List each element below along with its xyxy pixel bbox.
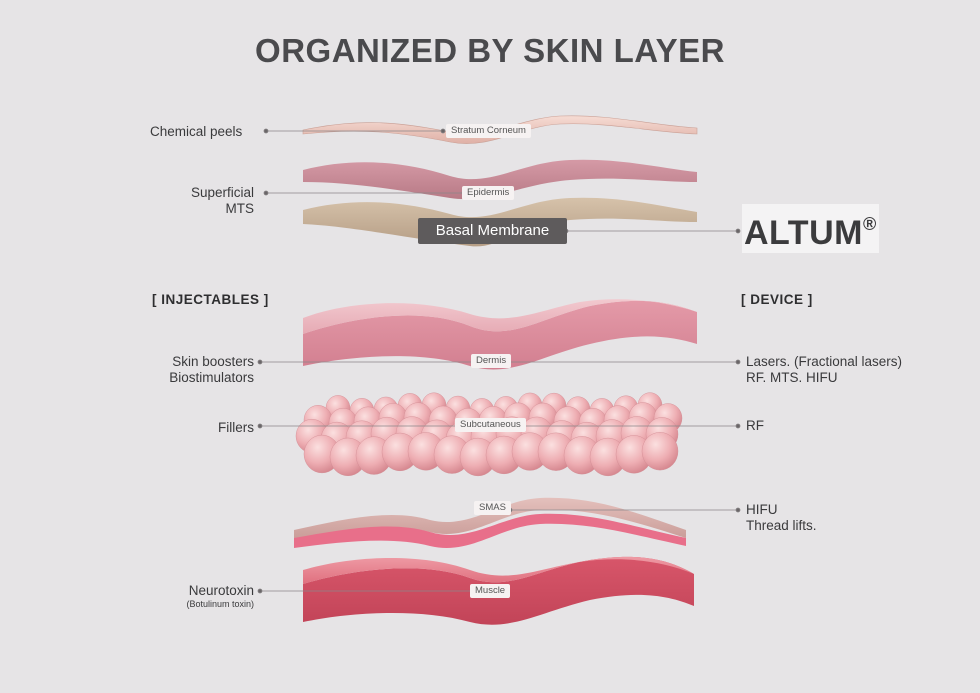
epidermis-layer	[303, 159, 697, 200]
label-superficial-line1: Superficial	[190, 185, 254, 200]
label-lasers-line1: Lasers. (Fractional lasers)	[746, 354, 903, 369]
label-biostimulators: Biostimulators	[169, 370, 254, 385]
label-thread-lifts: Thread lifts.	[746, 518, 817, 533]
label-hifu: HIFU Thread lifts.	[746, 502, 817, 534]
dermis-top	[303, 299, 697, 334]
label-rf-mts-hifu: RF. MTS. HIFU	[746, 370, 838, 385]
tag-muscle: Muscle	[470, 584, 511, 598]
altum-brand: ALTUM®	[742, 204, 879, 253]
label-lasers: Lasers. (Fractional lasers) RF. MTS. HIF…	[746, 354, 902, 386]
label-neurotoxin-sub: (Botulinum toxin)	[186, 599, 254, 609]
section-device: [ DEVICE ]	[741, 292, 813, 307]
page-title: ORGANIZED BY SKIN LAYER	[255, 32, 725, 69]
label-superficial-line2: MTS	[225, 201, 255, 216]
tag-dermis: Dermis	[471, 354, 512, 368]
label-rf: RF	[746, 418, 764, 433]
dermis-layer	[303, 300, 697, 370]
muscle-top	[303, 556, 694, 584]
tag-subcutaneous: Subcutaneous	[455, 418, 526, 432]
label-chemical-peels: Chemical peels	[150, 124, 243, 139]
fat-cell	[641, 432, 679, 471]
label-superficial: Superficial MTS	[191, 185, 254, 217]
tag-stratum-corneum: Stratum Corneum	[446, 124, 531, 138]
label-neurotoxin-line1: Neurotoxin	[188, 583, 254, 598]
label-fillers: Fillers	[218, 420, 254, 435]
tag-epidermis: Epidermis	[462, 186, 515, 200]
tag-basal-membrane: Basal Membrane	[418, 218, 567, 244]
section-injectables: [ INJECTABLES ]	[152, 292, 269, 307]
brand-name: ALTUM	[744, 214, 863, 252]
label-skin-boosters-line1: Skin boosters	[172, 354, 254, 369]
label-neurotoxin: Neurotoxin (Botulinum toxin)	[186, 583, 254, 610]
registered-mark: ®	[862, 214, 877, 234]
subcutaneous-layer	[295, 392, 683, 477]
smas-underlayer	[294, 513, 686, 549]
tag-smas: SMAS	[474, 501, 511, 515]
smas-layer	[294, 497, 686, 540]
label-hifu-line1: HIFU	[746, 502, 778, 517]
label-skin-boosters: Skin boosters Biostimulators	[169, 354, 254, 386]
